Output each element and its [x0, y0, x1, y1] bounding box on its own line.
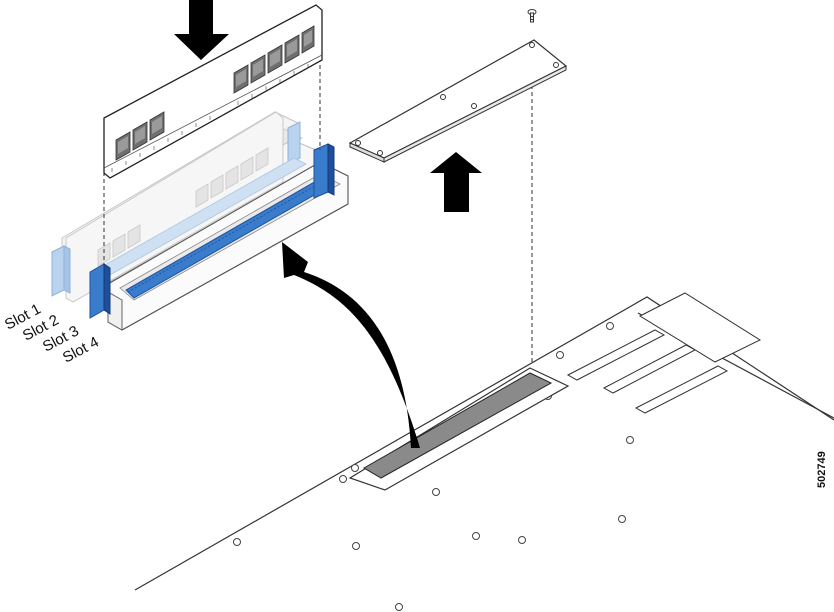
chassis-base	[134, 292, 834, 591]
curved-arrow-icon	[282, 242, 420, 448]
dimm-module	[103, 4, 323, 179]
access-cover	[348, 39, 568, 163]
slot-labels: Slot 1 Slot 2 Slot 3 Slot 4	[2, 301, 102, 367]
figure-number: 502749	[816, 451, 828, 488]
arrow-up-icon	[430, 152, 482, 212]
mounting-holes	[233, 322, 634, 611]
dimm-slot-assembly	[51, 111, 349, 331]
screw-icon	[527, 9, 537, 23]
chassis-opening	[348, 367, 570, 491]
arrow-down-icon	[174, 0, 229, 60]
